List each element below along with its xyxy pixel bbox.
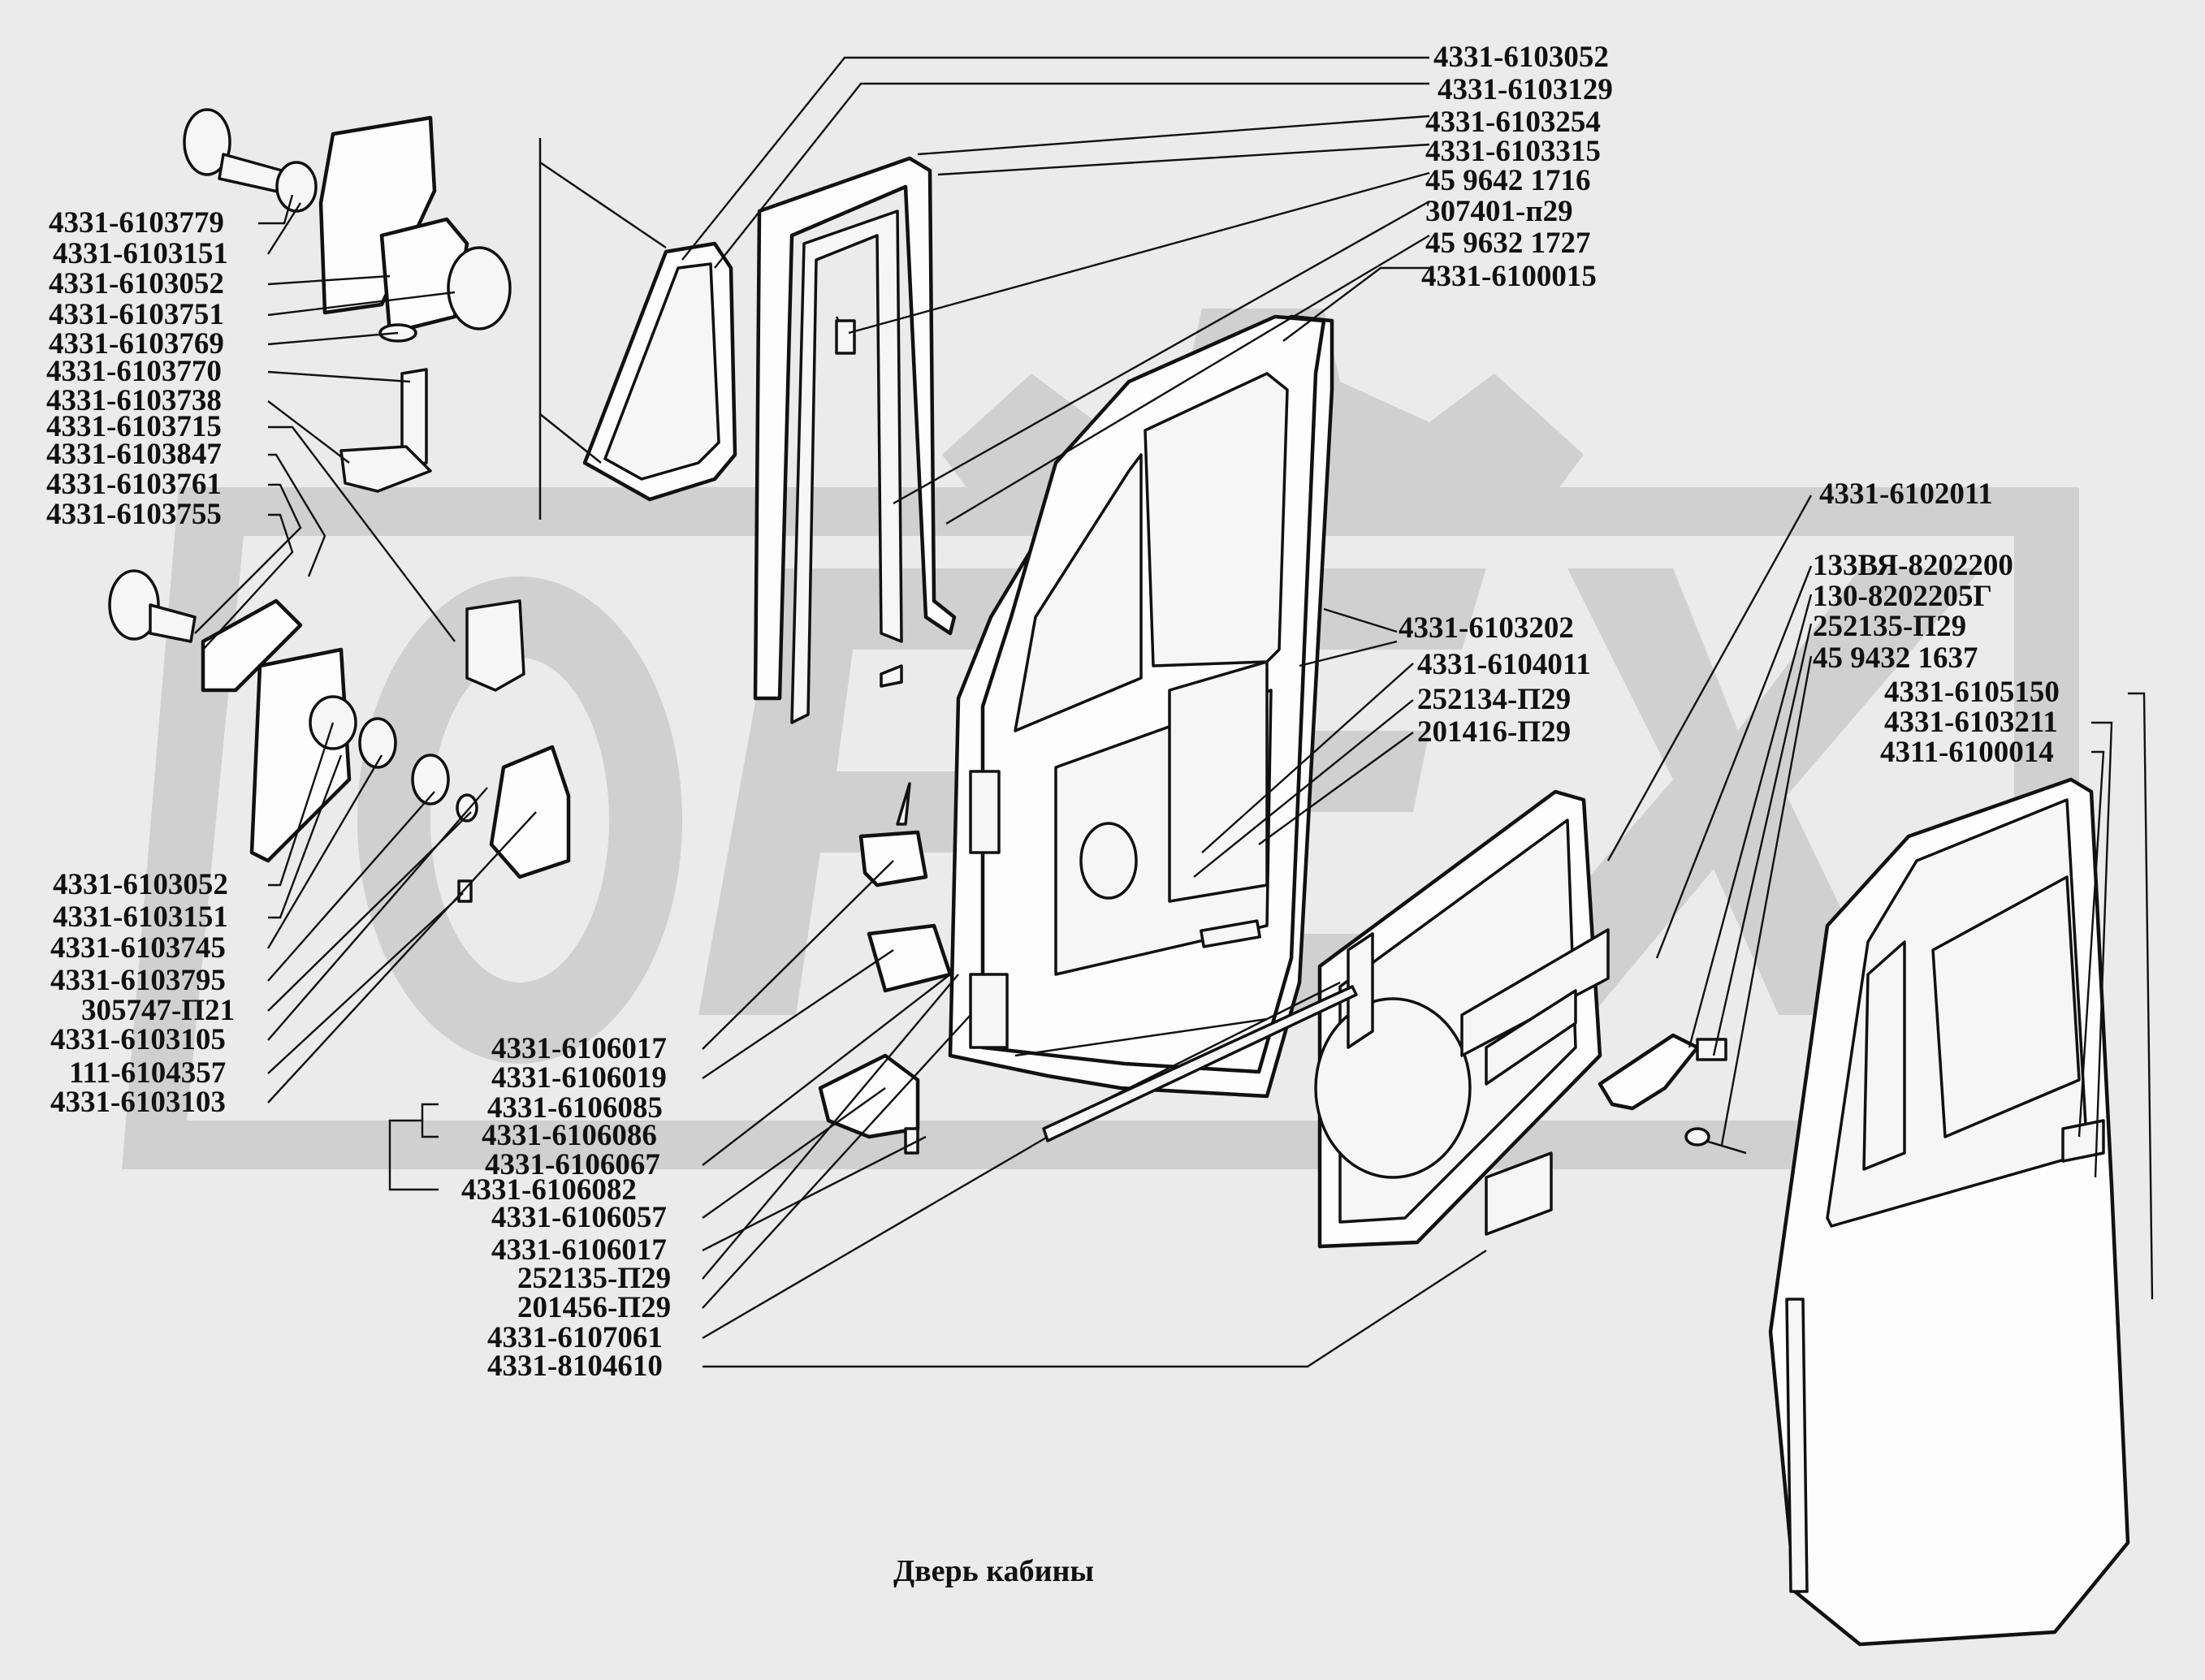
part-label: 4331-6103738 [46, 384, 222, 417]
part-label: 4331-6103151 [53, 900, 228, 934]
part-label: 4331-6106067 [485, 1148, 660, 1181]
part-label: 4331-6103103 [50, 1086, 226, 1119]
outer-door-drawing [1768, 777, 2130, 1647]
part-label: 4331-6103315 [1425, 135, 1601, 168]
diagram-caption: Дверь кабины [893, 1554, 1094, 1588]
part-label: 4331-6103751 [49, 298, 224, 331]
part-label: 4331-6103770 [46, 355, 222, 388]
labels-right: 4331-6102011 133ВЯ-8202200 130-8202205Г … [1813, 477, 2060, 769]
part-label: 4331-6103052 [53, 868, 228, 901]
part-label: 4331-6106082 [461, 1173, 637, 1207]
part-label: 111-6104357 [69, 1056, 226, 1090]
leader-lines [194, 56, 2154, 1368]
trim-panel-drawing [1047, 789, 1610, 1249]
part-label: 4331-6106017 [491, 1032, 667, 1065]
part-label: 201456-П29 [517, 1291, 671, 1324]
part-label: 305747-П21 [81, 994, 235, 1027]
part-label: 4331-6103755 [46, 498, 222, 531]
part-label: 4331-6106085 [487, 1091, 663, 1125]
part-label: 4331-6100015 [1421, 260, 1597, 293]
part-label: 4331-6103202 [1399, 611, 1574, 645]
part-label: 4331-6104011 [1417, 648, 1591, 681]
handle-drawing [1598, 1033, 1747, 1155]
hinge-upper-drawing [183, 108, 512, 493]
part-label: 4331-6103254 [1425, 106, 1601, 139]
part-label: 307401-п29 [1425, 195, 1573, 228]
part-label: 4331-6103715 [46, 410, 222, 443]
part-label: 4331-6103761 [46, 468, 222, 501]
hinge-lower-drawing [108, 569, 571, 903]
part-label: 4331-6103105 [50, 1023, 226, 1056]
part-label: 4331-6103769 [49, 327, 224, 361]
part-label: 4331-8104610 [487, 1350, 663, 1383]
part-label: 4331-6103129 [1438, 73, 1613, 106]
labels-left-upper: 4331-6103779 4331-6103151 4331-6103052 4… [46, 206, 228, 531]
vent-glass-drawing [538, 138, 737, 520]
door-frame-drawing [948, 314, 1334, 1099]
part-label: 4331-6103211 [1884, 706, 2058, 739]
labels-bottom: 4331-6106017 4331-6106019 4331-6106085 4… [461, 1032, 671, 1383]
labels-left-lower: 4331-6103052 4331-6103151 4331-6103745 4… [50, 868, 235, 1119]
window-channel-drawing [753, 156, 957, 724]
part-label: 4331-6107061 [487, 1321, 663, 1354]
part-label: 4331-6106017 [491, 1233, 667, 1267]
part-label: 4331-6103052 [1433, 41, 1609, 74]
part-label: 4331-6102011 [1819, 477, 1993, 511]
part-label: 4331-6103745 [50, 931, 226, 965]
part-label: 252135-П29 [517, 1262, 671, 1295]
part-label: 133ВЯ-8202200 [1813, 549, 2013, 582]
part-label: 45 9642 1716 [1425, 164, 1591, 197]
part-label: 252135-П29 [1813, 610, 1966, 643]
labels-top: 4331-6103052 4331-6103129 4331-6103254 4… [1421, 41, 1613, 293]
part-label: 4331-6103151 [53, 237, 228, 270]
part-label: 252134-П29 [1417, 683, 1571, 716]
part-label: 4331-6103779 [49, 206, 224, 240]
part-label: 4331-6103847 [46, 438, 222, 471]
part-label: 4331-6106019 [491, 1061, 667, 1095]
labels-mid: 4331-6103202 4331-6104011 252134-П29 201… [1399, 611, 1591, 749]
part-label: 4331-6103795 [50, 964, 226, 997]
part-label: 4311-6100014 [1880, 736, 2054, 769]
part-label: 201416-П29 [1417, 715, 1571, 749]
part-label: 4331-6103052 [49, 267, 224, 300]
part-label: 4331-6106086 [482, 1119, 657, 1152]
part-label: 45 9632 1727 [1425, 227, 1591, 260]
part-label: 4331-6106057 [491, 1201, 667, 1234]
part-label: 45 9432 1637 [1813, 641, 1978, 675]
part-label: 4331-6105150 [1884, 676, 2060, 709]
part-label: 130-8202205Г [1813, 580, 1992, 613]
